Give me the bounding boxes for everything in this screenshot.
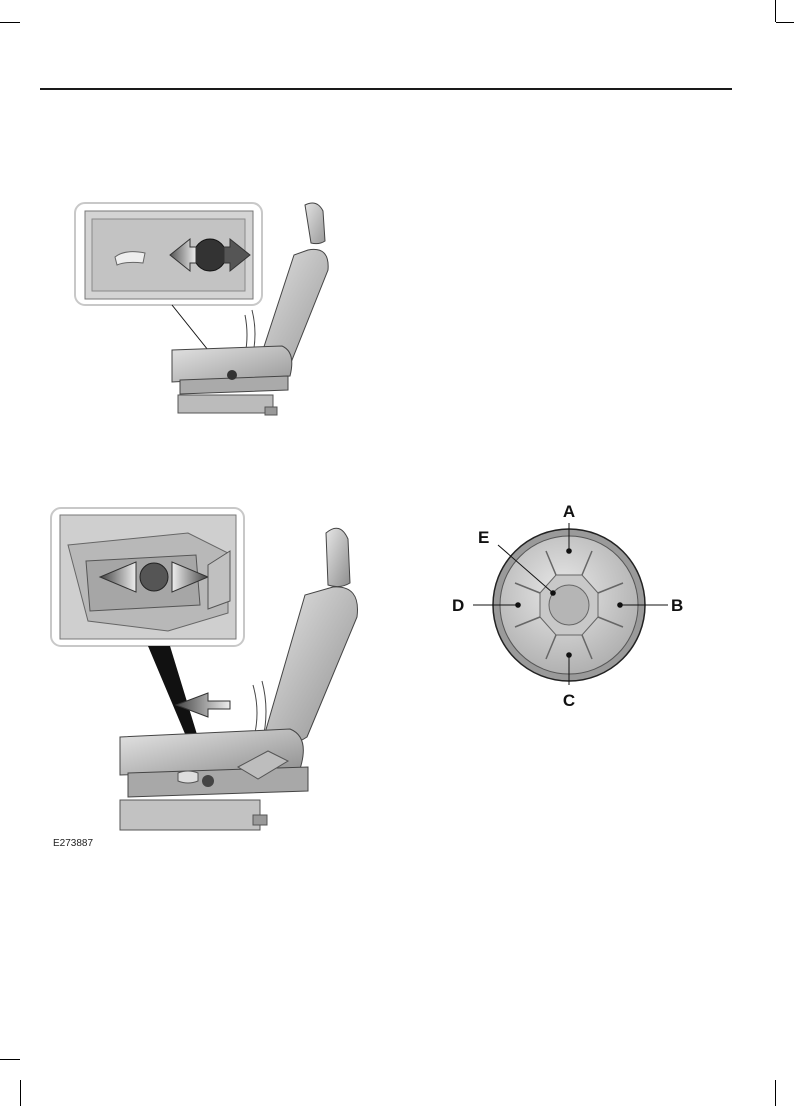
callout-inset-top [75, 203, 262, 305]
header-rule [40, 88, 732, 90]
seat-figure-bottom [48, 505, 373, 835]
label-e: E [478, 528, 489, 547]
seat-figure-top [60, 195, 350, 425]
crop-mark-top-right-h [776, 22, 794, 23]
crop-mark-bottom-left [0, 1059, 20, 1060]
figure-id: E273887 [53, 838, 93, 849]
crop-mark-top-left [0, 22, 20, 23]
label-d: D [452, 596, 464, 615]
label-b: B [671, 596, 683, 615]
label-a: A [563, 502, 575, 521]
crop-mark-top-right-v [775, 0, 776, 22]
callout-inset-bottom [51, 508, 244, 646]
seat-control-diagram: A B C D E [440, 495, 700, 715]
label-c: C [563, 691, 575, 710]
crop-mark-bottom-right-v [775, 1080, 776, 1106]
crop-mark-bottom-left-v [20, 1080, 21, 1106]
